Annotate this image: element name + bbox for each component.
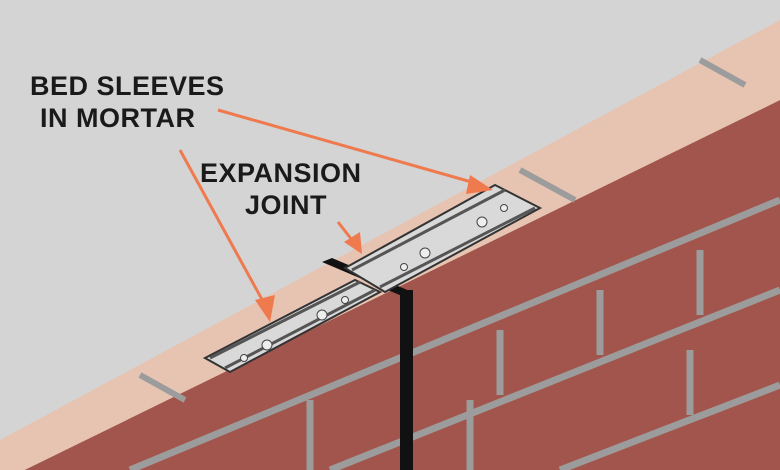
mortar-joints: [128, 196, 780, 470]
arrows: [178, 108, 493, 322]
top-mortar-joints: [138, 57, 747, 403]
expansion-joint-line: [400, 290, 413, 470]
label-bed-sleeves-line2: IN MORTAR: [40, 103, 195, 133]
bed-sleeve-right: [342, 183, 543, 294]
arrow-head-right: [466, 175, 493, 194]
arrow-head-joint: [344, 232, 362, 254]
label-expansion-line2: JOINT: [245, 190, 327, 220]
arrow-head-left: [255, 295, 275, 322]
bed-sleeve-left: [202, 278, 383, 374]
label-expansion-line1: EXPANSION: [200, 158, 362, 188]
label-bed-sleeves-line1: BED SLEEVES: [30, 71, 225, 101]
brick-wall-face: [0, 100, 780, 470]
